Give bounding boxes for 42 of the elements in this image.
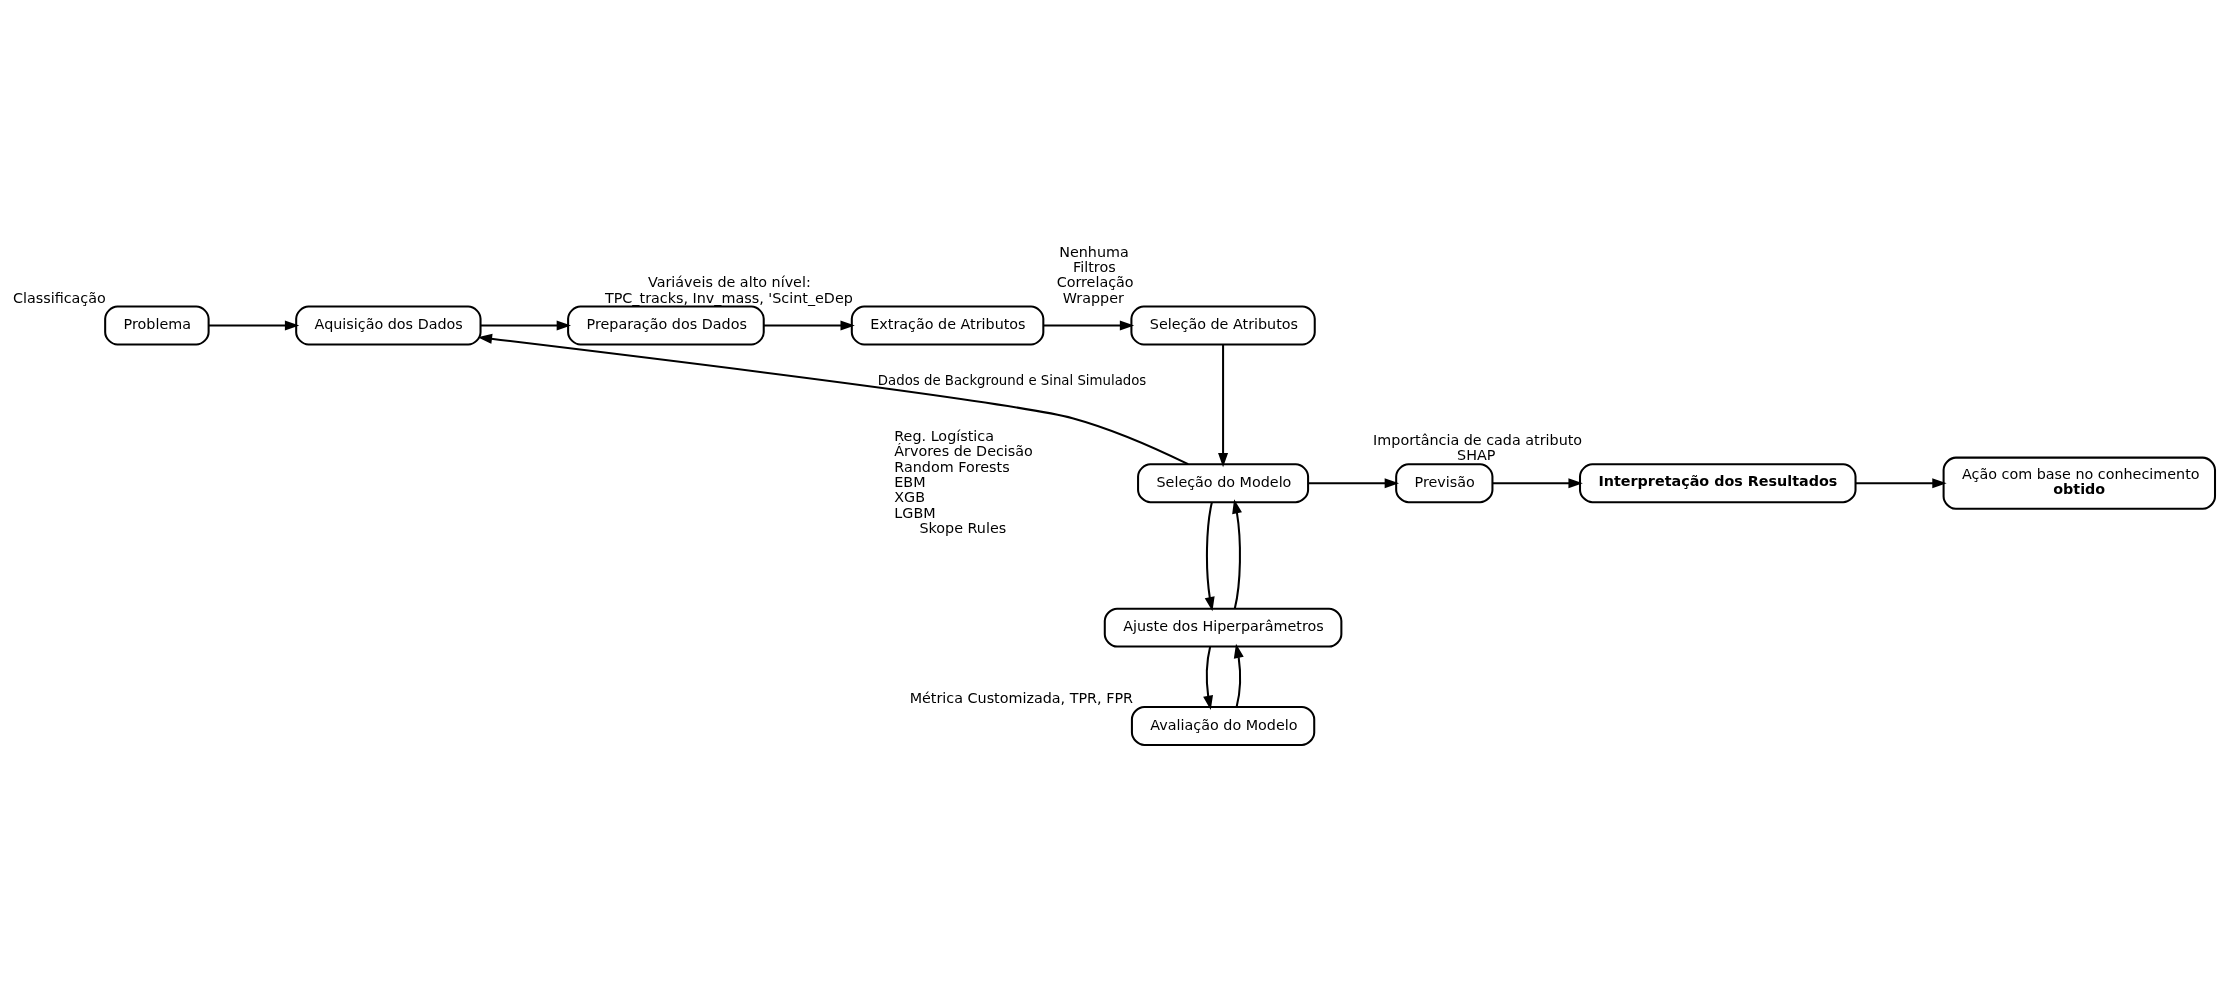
node-label: Variáveis de alto nível: [647,274,811,291]
arrow [480,320,572,331]
arrow [1203,646,1214,710]
node-label: TPC_tracks, Inv_mass, 'Scint_eDep [604,289,853,306]
node-label: SHAP [1457,447,1496,464]
arrow [1308,478,1400,489]
node-box: Extração de Atributos [850,305,1045,346]
arrow [1043,320,1135,331]
node-label: Importância de cada atributo [1373,432,1583,449]
node-box: Seleção de Atributos [1130,305,1316,346]
node-label: Classificação [12,289,106,306]
node-label: Correlação [1056,274,1134,291]
arrow [763,320,855,331]
node-label: Wrapper [1062,289,1124,306]
arrow [1218,344,1229,468]
node-box: Interpretação dos Resultados [1579,463,1857,504]
label: Skope Rules [919,520,1007,537]
label: LGBM [894,504,936,521]
arrow [1204,502,1215,612]
arrow [1492,478,1583,489]
label: Árvores de Decisão [894,443,1033,460]
arrow [1855,478,1947,489]
node-box: Previsão [1395,463,1494,504]
label: Random Forests [894,458,1010,475]
label: EBM [894,474,926,491]
node-box: Seleção do Modelo [1137,463,1310,504]
node-label: Filtros [1073,258,1116,275]
arrow [477,333,1189,466]
node-box: Ajuste dos Hiperparâmetros [1103,607,1343,648]
node-box: Avaliação do Modelo [1130,706,1316,746]
node-label: Métrica Customizada, TPR, FPR [909,690,1134,707]
node-box: Problema [104,305,210,346]
node-box: Ação com base no conhecimento obtido [1942,456,2217,510]
edge-label: Dados de Background e Sinal Simulados [877,372,1147,388]
label: Reg. Logística [894,427,994,444]
node-label: Nenhuma [1059,243,1129,260]
node-box: Aquisição dos Dados [295,305,482,346]
node-box: Preparação dos Dados [567,305,765,346]
arrow [208,320,300,331]
label: XGB [894,489,926,506]
arrow [1233,643,1244,708]
arrow [1232,499,1242,609]
